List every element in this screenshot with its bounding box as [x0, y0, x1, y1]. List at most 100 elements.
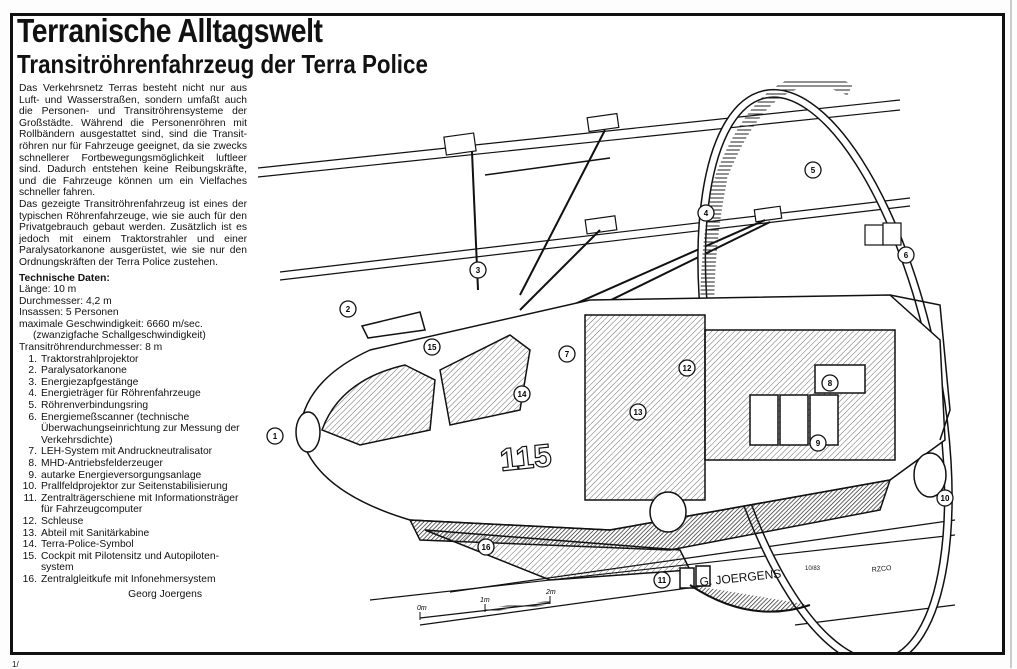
callout-11: 11 — [653, 571, 671, 589]
spec-line: (zwanzigfache Schallgeschwindigkeit) — [33, 330, 206, 342]
legend-label: Traktorstrahlprojektor — [41, 353, 139, 365]
article-text: Das Verkehrsnetz Terras besteht nicht nu… — [19, 83, 247, 600]
legend-label: Paralysatorkanone — [41, 365, 127, 377]
legend-number: 6. — [28, 411, 37, 423]
legend-label: Zentralgleitkufe mit Infonehmersystem — [41, 573, 216, 585]
callout-14: 14 — [513, 385, 531, 403]
callout-number: 1 — [273, 432, 278, 441]
legend-number: 10. — [22, 481, 37, 493]
callout-15: 15 — [423, 338, 441, 356]
legend-item: 10. Prallfeldprojektor zur Seitenstabilis… — [19, 481, 247, 493]
callout-number: 6 — [904, 251, 909, 260]
author-name: Georg Joergens — [128, 588, 202, 600]
callout-8: 8 — [821, 374, 839, 392]
callout-circle — [897, 246, 915, 264]
legend-number: 2. — [28, 365, 37, 377]
scale-bar — [419, 596, 551, 620]
artist-signature: G. JOERGENS — [699, 566, 782, 588]
legend-number: 15. — [22, 550, 37, 562]
scale-label-0: 0m — [417, 605, 427, 612]
legend-number: 8. — [28, 458, 37, 469]
legend-item: 4. Energieträger für Röhrenfahrzeuge — [19, 388, 247, 400]
legend-label: Energieträger für Röhrenfahrzeuge — [41, 388, 201, 400]
legend-label: Terra-Police-Symbol — [41, 539, 134, 551]
legend-number: 4. — [28, 388, 37, 400]
callout-number: 9 — [816, 439, 821, 448]
tech-data-heading: Technische Daten: — [19, 272, 110, 284]
callout-circle — [513, 385, 531, 403]
callout-circle — [629, 403, 647, 421]
legend-item: 7. LEH-System mit Andruckneutralisator — [19, 446, 247, 458]
legend-number: 9. — [28, 469, 37, 481]
callout-circle — [809, 434, 827, 452]
studio-mark: RZCO — [871, 565, 892, 574]
legend-label: Prallfeldprojektor zur Seitenstabilisier… — [41, 481, 228, 493]
legend-item: 15. Cockpit mit Pilotensitz und Autopilot… — [19, 551, 247, 574]
energy-scanner — [864, 222, 902, 246]
callout-4: 4 — [697, 204, 715, 222]
spec-line: Länge: 10 m — [19, 284, 77, 296]
legend-label: Energiezapfgestänge — [41, 376, 139, 388]
legend-label: autarke Energieversorgungsanlage — [41, 469, 202, 481]
callout-10: 10 — [936, 489, 954, 507]
callout-circle — [804, 161, 822, 179]
legend-number: 1. — [28, 353, 37, 365]
callout-2: 2 — [339, 300, 357, 318]
legend-item: 1. Traktorstrahlprojektor — [19, 354, 247, 366]
callout-circle — [423, 338, 441, 356]
callout-circle — [936, 489, 954, 507]
callout-circle — [477, 538, 495, 556]
callout-number: 4 — [704, 209, 709, 218]
callout-9: 9 — [809, 434, 827, 452]
callout-number: 13 — [634, 408, 643, 417]
legend-number: 13. — [22, 527, 37, 539]
callout-number: 2 — [346, 305, 351, 314]
legend-label: Cockpit mit Pilotensitz und Autopiloten­… — [41, 550, 220, 574]
legend-label: LEH-System mit Andruckneutralisator — [41, 446, 213, 458]
callout-circle — [469, 261, 487, 279]
spec-line: Insassen: 5 Personen — [19, 307, 119, 319]
legend-item: 5.Röhrenverbindungsring — [19, 400, 247, 412]
legend-number: 14. — [22, 539, 37, 551]
legend-label: Röhrenverbindungsring — [41, 400, 149, 412]
spec-line: Durchmesser: 4,2 m — [19, 295, 112, 307]
legend-item: 6.Energiemeßscanner (technische Überwach… — [19, 412, 247, 447]
legend-number: 12. — [22, 515, 37, 527]
page-subtitle: Transitröhrenfahrzeug der Terra Police — [17, 49, 428, 79]
callout-circle — [339, 300, 357, 318]
legend-item: 16. Zentralgleitkufe mit Infonehmersystem — [19, 574, 247, 586]
callout-circle — [266, 427, 284, 445]
legend-number: 3. — [28, 376, 37, 388]
legend-number: 11. — [23, 492, 37, 504]
hull-number: 115 — [498, 437, 553, 478]
callout-number: 5 — [811, 166, 816, 175]
page-title: Terranische Alltagswelt — [17, 12, 323, 49]
callout-circle — [653, 571, 671, 589]
scale-label-1: 1m — [480, 597, 490, 604]
legend-label: Schleuse — [41, 515, 84, 527]
legend-item: 14. Terra-Police-Symbol — [19, 539, 247, 551]
legend-label: Abteil mit Sanitärkabine — [41, 527, 150, 539]
signature-date: 10/83 — [805, 566, 821, 572]
callout-13: 13 — [629, 403, 647, 421]
spec-line: Transitröhrendurchmesser: 8 m — [19, 342, 163, 354]
legend-item: 2. Paralysatorkanone — [19, 365, 247, 377]
callout-circle — [558, 345, 576, 363]
callout-number: 3 — [476, 266, 481, 275]
corner-mark: 1/ — [12, 660, 19, 669]
legend-label: Zentralträgerschiene mit Informations­tr… — [41, 492, 239, 516]
intro-paragraph-2: Das gezeigte Transitröhrenfahrzeug ist e… — [19, 198, 247, 268]
callout-12: 12 — [678, 359, 696, 377]
legend-item: 9. autarke Energieversorgungsanlage — [19, 470, 247, 482]
callout-number: 12 — [683, 364, 692, 373]
scale-label-2: 2m — [545, 589, 556, 596]
legend-item: 13. Abteil mit Sanitärkabine — [19, 528, 247, 540]
legend-number: 16. — [22, 573, 37, 585]
parts-legend: 1. Traktorstrahlprojektor 2. Paralysatorkan… — [19, 354, 247, 586]
callout-5: 5 — [804, 161, 822, 179]
legend-number: 7. — [28, 446, 37, 458]
callout-3: 3 — [469, 261, 487, 279]
